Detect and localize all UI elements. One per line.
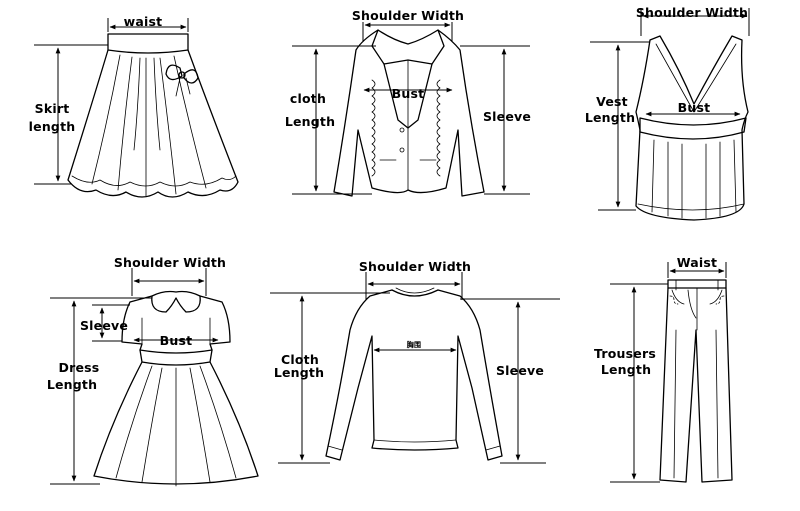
jacket-sleeve-label: Sleeve bbox=[483, 109, 531, 124]
jacket-drawing bbox=[333, 29, 485, 197]
dress-length-label-line2: Length bbox=[47, 377, 97, 392]
dress-panel: Shoulder Width Sleeve Bust Dress Length bbox=[47, 255, 259, 487]
skirt-panel: waist Skirt length bbox=[29, 14, 239, 198]
sweater-bust-label: 胸围 bbox=[407, 340, 421, 349]
trousers-length-label-line2: Length bbox=[601, 362, 651, 377]
jacket-panel: Shoulder Width Bust cloth Length Sleeve bbox=[285, 8, 531, 197]
dress-sleeve-label: Sleeve bbox=[80, 318, 128, 333]
jacket-length-label-line1: cloth bbox=[290, 91, 326, 106]
vest-bust-label: Bust bbox=[678, 100, 711, 115]
skirt-waist-label: waist bbox=[124, 14, 163, 29]
sweater-shoulder-label: Shoulder Width bbox=[359, 259, 471, 274]
sweater-drawing bbox=[325, 287, 503, 461]
sweater-length-label-line1: Cloth bbox=[281, 352, 319, 367]
sweater-sleeve-label: Sleeve bbox=[496, 363, 544, 378]
trousers-waist-label: Waist bbox=[677, 255, 717, 270]
skirt-drawing bbox=[67, 33, 239, 198]
skirt-length-label-line2: length bbox=[29, 119, 76, 134]
jacket-shoulder-label: Shoulder Width bbox=[352, 8, 464, 23]
skirt-length-label-line1: Skirt bbox=[35, 101, 70, 116]
dress-length-label-line1: Dress bbox=[59, 360, 100, 375]
trousers-panel: Waist Trousers Length bbox=[594, 255, 733, 483]
jacket-bust-label: Bust bbox=[392, 86, 425, 101]
vest-length-label-line1: Vest bbox=[596, 94, 628, 109]
vest-panel: Shoulder Width Bust Vest Length bbox=[585, 5, 750, 221]
sweater-panel: Shoulder Width 胸围 Cloth Length Sleeve bbox=[270, 259, 560, 464]
dress-shoulder-label: Shoulder Width bbox=[114, 255, 226, 270]
jacket-length-label-line2: Length bbox=[285, 114, 335, 129]
vest-length-label-line2: Length bbox=[585, 110, 635, 125]
vest-shoulder-label: Shoulder Width bbox=[636, 5, 748, 20]
dress-bust-label: Bust bbox=[160, 333, 193, 348]
sweater-length-label-line2: Length bbox=[274, 365, 324, 380]
trousers-drawing bbox=[659, 279, 733, 483]
trousers-length-label-line1: Trousers bbox=[594, 346, 656, 361]
dress-drawing bbox=[93, 290, 259, 487]
vest-drawing bbox=[635, 35, 749, 221]
